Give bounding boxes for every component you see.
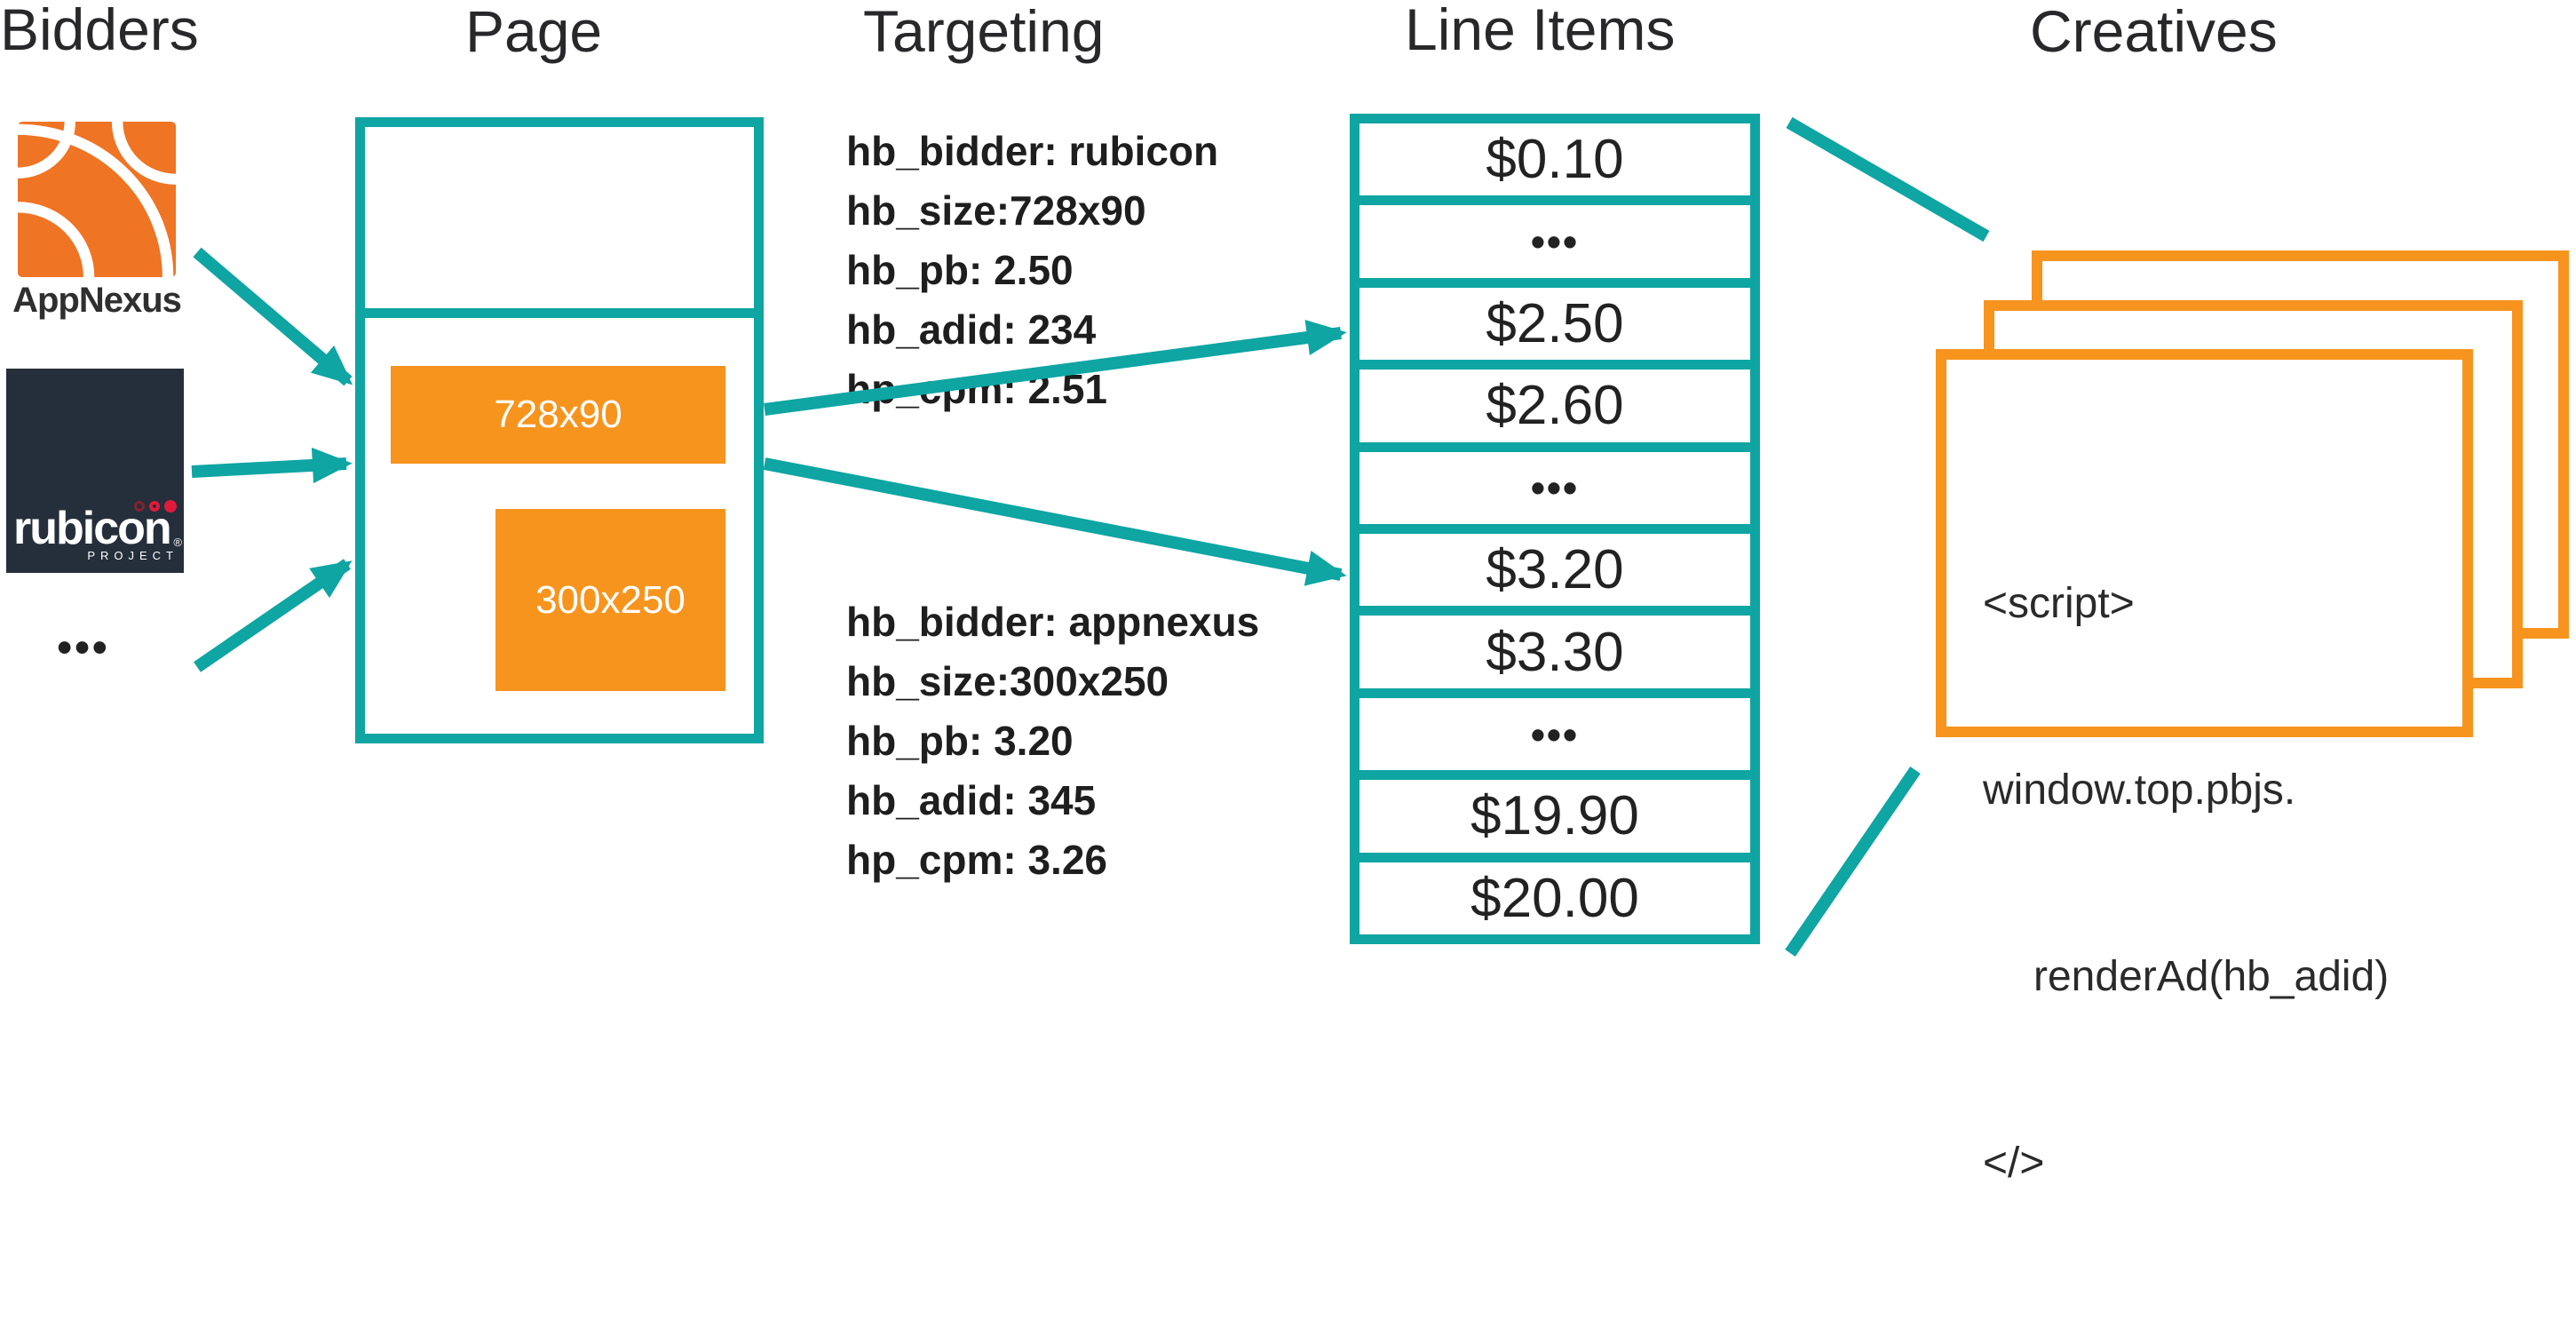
line-item-row: $19.90 [1359,770,1750,853]
creative-code-snippet: <script> window.top.pbjs. renderAd(hb_ad… [1983,449,2389,1319]
arrow-rubicon-to-page [191,447,353,484]
line-item-row-ellipsis: ••• [1359,195,1750,278]
line-item-row: $2.60 [1359,360,1750,442]
rubicon-dot-ring-dark [134,501,145,512]
code-line: window.top.pbjs. [1983,767,2296,814]
line-item-row: $3.20 [1359,524,1750,607]
rubicon-registered-mark: ® [173,536,182,549]
targeting-title: Targeting [863,0,1105,64]
line-items-table: $0.10 ••• $2.50 $2.60 ••• $3.20 $3.30 ••… [1350,114,1760,944]
targeting-line: hb_pb: 3.20 [846,718,1074,764]
line-items-title: Line Items [1405,0,1676,62]
targeting-line: hb_adid: 345 [846,777,1097,823]
line-item-row-ellipsis: ••• [1359,687,1750,771]
connector-line-items-top-to-creatives [1786,116,1990,242]
arrow-appnexus-to-page [193,247,353,386]
targeting-line: hb_size:728x90 [846,187,1146,234]
ad-slot-728x90-label: 728x90 [494,393,622,436]
targeting-line: hb_size:300x250 [846,658,1169,704]
line-item-row: $20.00 [1359,852,1750,935]
line-item-row: $2.50 [1359,277,1750,361]
ad-slot-300x250: 300x250 [495,509,725,691]
targeting-block-appnexus: hb_bidder: appnexus hb_size:300x250 hb_p… [846,592,1259,890]
creatives-title: Creatives [2030,0,2278,64]
rubicon-dot-solid-red [164,500,177,513]
rubicon-dot-ring-red [149,501,160,512]
arrow-page-to-line-item-320 [763,457,1347,586]
ad-slot-300x250-label: 300x250 [535,577,686,622]
targeting-line: hp_cpm: 2.51 [846,366,1107,412]
page-title: Page [465,0,603,64]
appnexus-logo-icon [18,122,176,277]
rubicon-dots-icon [134,500,177,513]
code-line: <script> [1983,580,2135,627]
targeting-line: hb_bidder: appnexus [846,599,1260,645]
appnexus-label: AppNexus [12,281,182,320]
targeting-line: hb_bidder: rubicon [846,128,1219,174]
bidders-title: Bidders [0,0,199,62]
ad-slot-728x90: 728x90 [391,366,725,464]
rubicon-wordmark: rubicon [13,503,172,554]
rubicon-project-label: PROJECT [87,549,178,562]
targeting-line: hb_adid: 234 [846,306,1097,353]
page-header-divider [365,308,754,318]
more-bidders-ellipsis: ••• [57,624,110,671]
targeting-block-rubicon: hb_bidder: rubicon hb_size:728x90 hb_pb:… [846,122,1218,419]
targeting-line: hp_cpm: 3.26 [846,837,1107,883]
line-item-row-ellipsis: ••• [1359,441,1750,525]
code-line: </> [1983,1140,2045,1187]
creative-card-front: <script> window.top.pbjs. renderAd(hb_ad… [1936,349,2473,1187]
targeting-line: hb_pb: 2.50 [846,247,1074,293]
line-item-row: $3.30 [1359,606,1750,688]
arrow-more-bidders-to-page [194,559,353,672]
code-line: renderAd(hb_adid) [2033,953,2390,1000]
page-wireframe: 728x90 300x250 [355,117,764,743]
rubicon-logo: rubicon ® PROJECT [6,369,184,573]
line-item-row: $0.10 [1359,123,1750,196]
connector-line-items-bottom-to-creatives [1785,767,1921,957]
